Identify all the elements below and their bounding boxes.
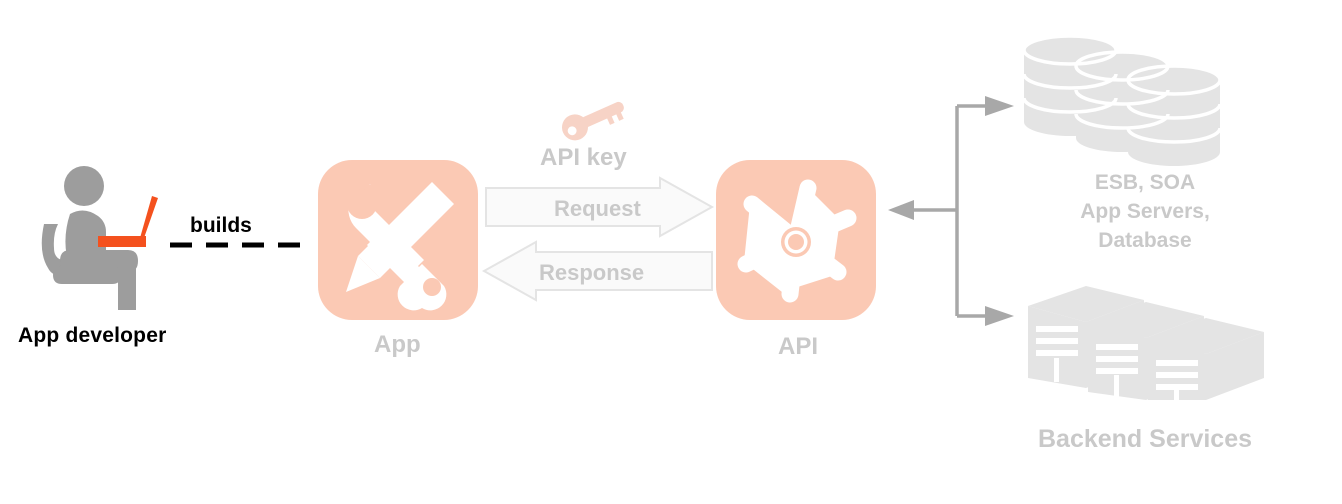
arrow-right-icon (985, 306, 1014, 326)
app-node[interactable] (318, 160, 478, 320)
key-icon (556, 96, 636, 141)
api-node-label: API (778, 333, 819, 360)
response-arrow (480, 240, 714, 302)
app-node-label: App (374, 331, 421, 358)
api-star-hub-icon (737, 179, 857, 303)
backend-top-label-line-1: ESB, SOA (1094, 171, 1196, 194)
api-node[interactable] (716, 160, 876, 320)
backend-top-label: ESB, SOA App Servers, Database (1045, 168, 1245, 255)
arrow-right-icon (985, 96, 1014, 116)
wrench-and-pencil-icon (346, 182, 454, 311)
builds-dashed-connector (168, 240, 308, 250)
server-racks-icon (1020, 282, 1270, 402)
database-stack-icon (1018, 32, 1268, 166)
response-label: Response (539, 260, 645, 285)
request-label: Request (554, 196, 641, 221)
request-arrow (484, 176, 716, 238)
arrow-left-icon (888, 200, 914, 220)
api-key-label: API key (540, 144, 627, 171)
app-developer-label: App developer (18, 324, 167, 347)
builds-label: builds (190, 214, 252, 237)
backend-top-label-line-2: App Servers, (1080, 200, 1210, 223)
backend-connectors (888, 90, 1020, 370)
backend-services-label: Backend Services (1037, 425, 1253, 453)
app-developer-icon (40, 162, 180, 312)
backend-top-label-line-3: Database (1098, 229, 1192, 252)
